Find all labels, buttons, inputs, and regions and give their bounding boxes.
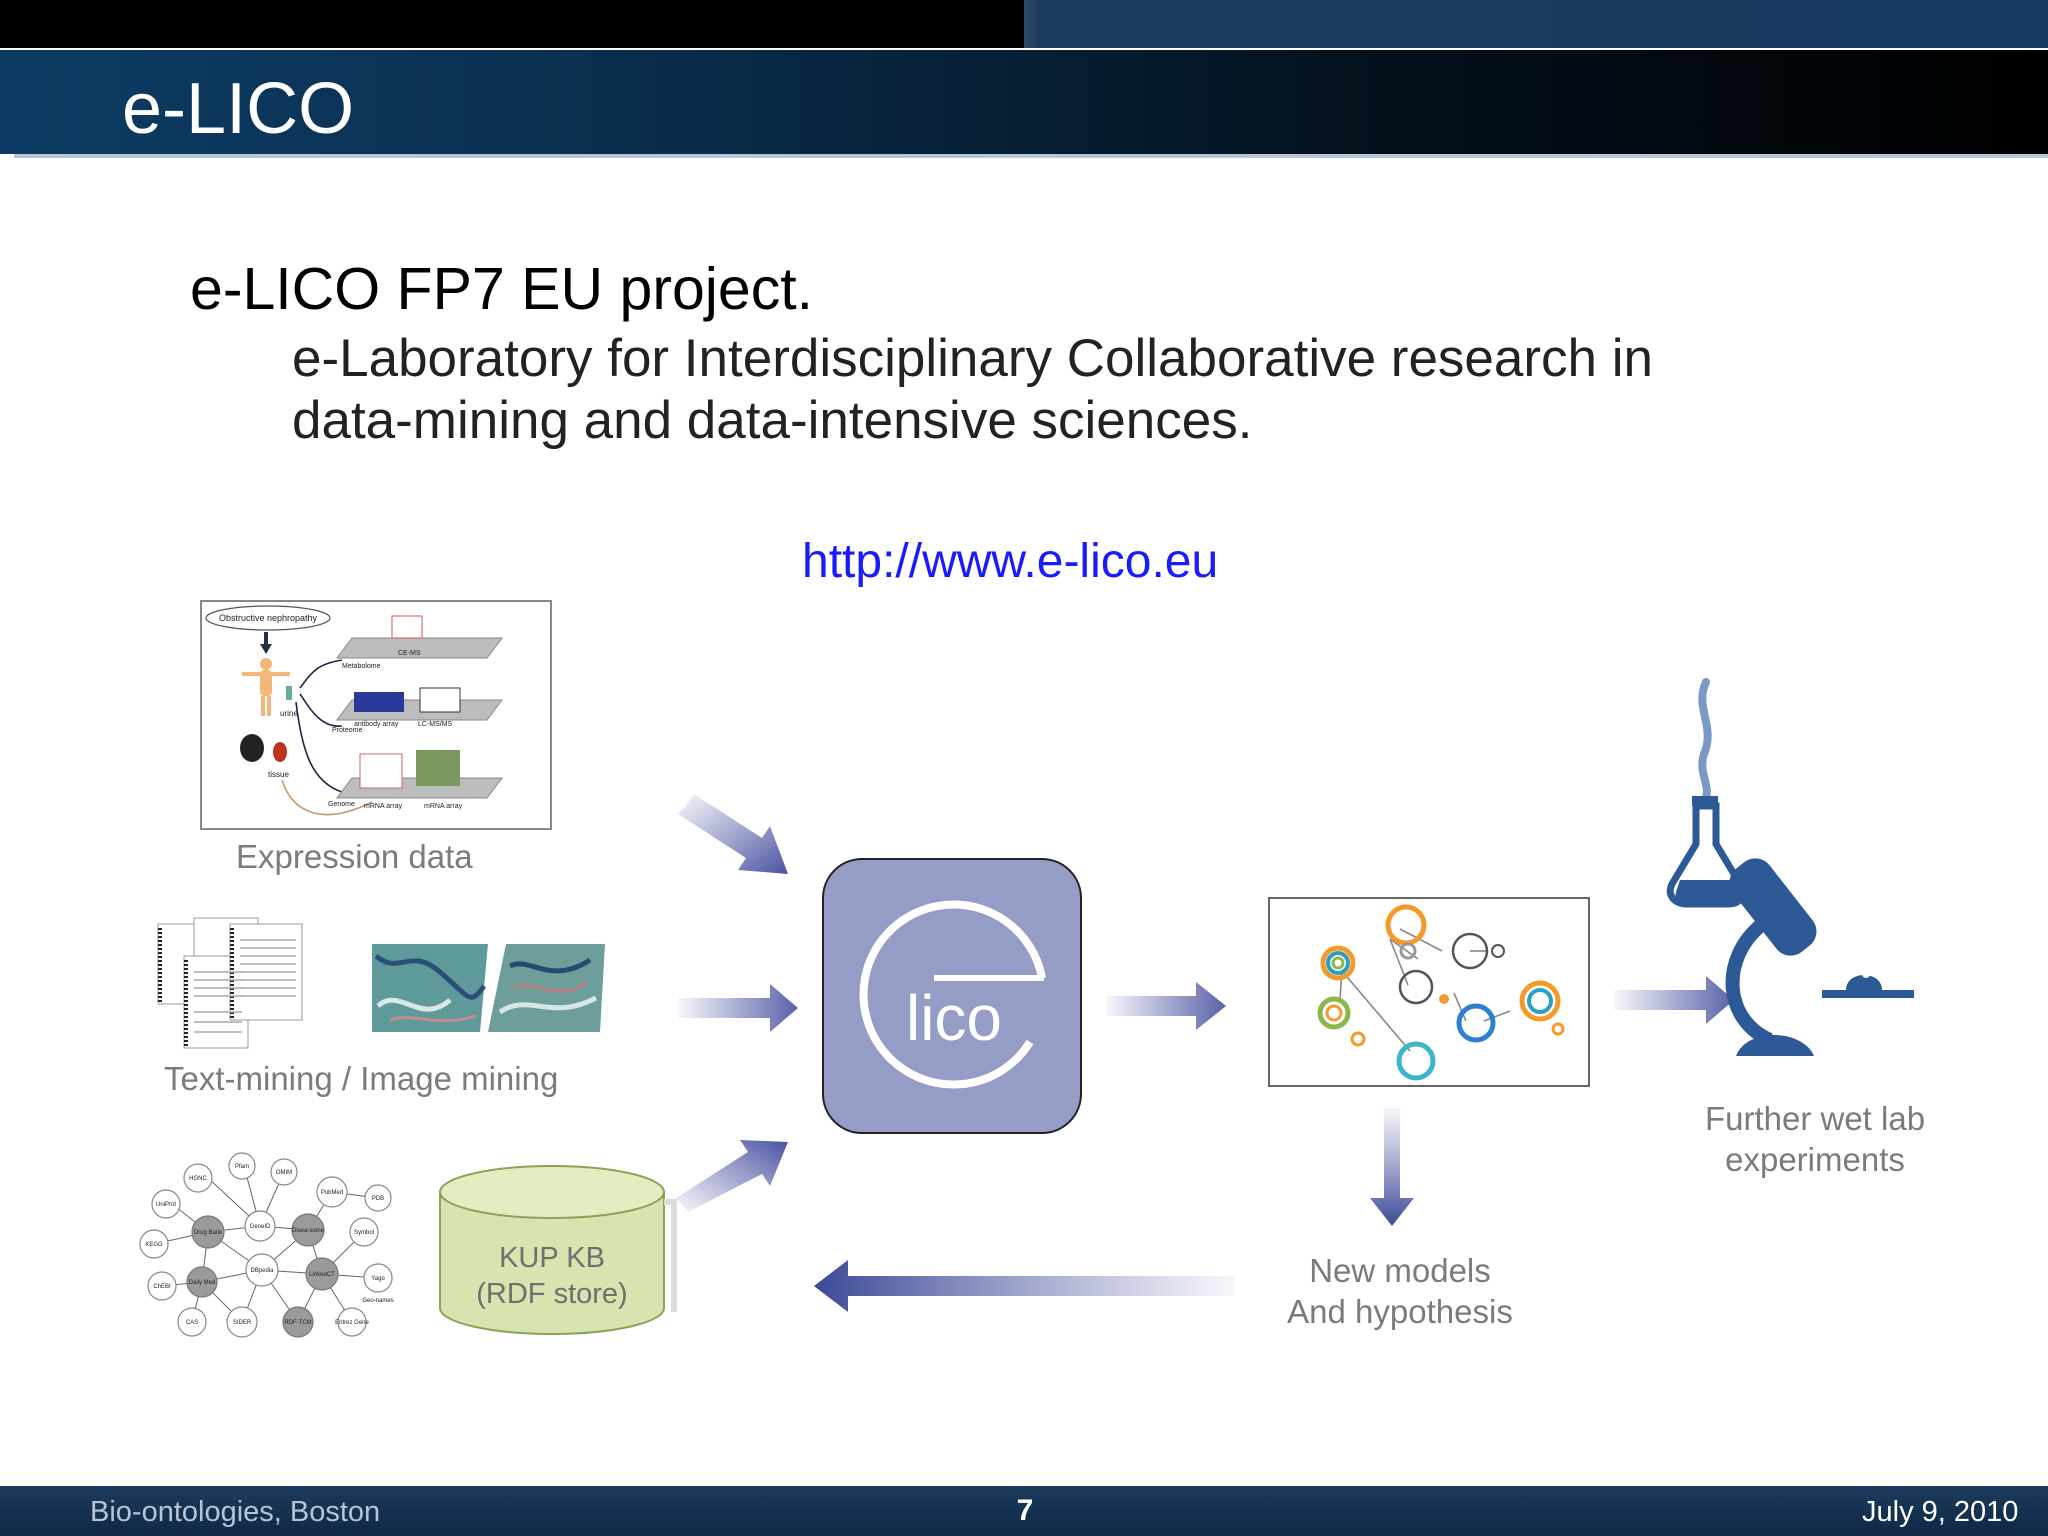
new-models-line-2: And hypothesis: [1287, 1293, 1513, 1330]
arrow-models-to-wetlab: [1614, 976, 1734, 1024]
text-image-mining-caption: Text-mining / Image mining: [164, 1060, 559, 1097]
node-symbol: Symbol: [354, 1230, 374, 1236]
node-dbpedia: DBpedia: [250, 1268, 274, 1274]
proteome-label: Proteome: [332, 727, 362, 734]
footer-date: July 9, 2010: [1862, 1496, 2019, 1528]
node-linkedct: LinkedCT: [309, 1272, 335, 1278]
text-image-mining-illustration: [157, 917, 605, 1049]
node-sider: SIDER: [233, 1320, 252, 1326]
title-bar: [0, 50, 2048, 154]
node-geneid: GeneID: [250, 1224, 271, 1230]
node-entrezgene: Entrez Gene: [335, 1320, 369, 1326]
lc-ms-label: LC-MS/MS: [418, 721, 453, 728]
new-models-caption: New models And hypothesis: [1270, 1250, 1530, 1332]
footer-bar: [0, 1486, 2048, 1536]
slide-title: e-LICO: [122, 69, 355, 149]
kb-database-icon: [439, 1165, 677, 1335]
node-pubmed: PubMed: [321, 1190, 343, 1196]
genome-label: Genome: [328, 801, 355, 808]
node-cas: CAS: [186, 1320, 198, 1326]
subtitle-line-2: data-mining and data-intensive sciences.: [292, 391, 1253, 450]
top-band-left: [0, 0, 1024, 48]
kb-label-line-2: (RDF store): [476, 1278, 628, 1310]
arrow-models-down: [1370, 1108, 1414, 1226]
slide-heading: e-LICO FP7 EU project.: [190, 256, 813, 322]
urine-label: urine: [280, 709, 298, 718]
panel-top-label: Obstructive nephropathy: [219, 613, 318, 623]
node-yago: Yago: [371, 1276, 385, 1282]
node-drugbank: Drug Bank: [194, 1230, 223, 1236]
subtitle-line-1: e-Laboratory for Interdisciplinary Colla…: [292, 329, 1653, 388]
lico-logo: lico: [859, 900, 1046, 1089]
title-bar-underline: [14, 154, 2048, 158]
node-diseasome: Disea-some: [292, 1228, 325, 1234]
node-kegg: KEGG: [145, 1242, 163, 1248]
tissue-image-2: [488, 944, 605, 1032]
kb-label: KUP KB (RDF store): [442, 1240, 662, 1312]
node-chebi: ChEBI: [153, 1284, 171, 1290]
wet-lab-equipment: [1666, 678, 1914, 1056]
models-network-panel: [1268, 897, 1590, 1087]
tissue-label: tissue: [268, 770, 289, 779]
page-number: 7: [1016, 1494, 1034, 1527]
lico-logo-text: lico: [906, 982, 1002, 1054]
top-band-right: [1024, 0, 2048, 48]
node-geonames: Geo-names: [362, 1298, 393, 1304]
wet-lab-line-1: Further wet lab: [1704, 1100, 1926, 1137]
lico-logo-box: lico: [822, 858, 1082, 1134]
new-models-line-1: New models: [1309, 1252, 1491, 1289]
arrow-feedback-left: [814, 1260, 1234, 1312]
metabolome-label: Metabolome: [342, 663, 381, 670]
linked-data-network-graph: HGNC Pfam OMIM UniProt GeneID PubMed PDB…: [139, 1152, 394, 1338]
node-omim: OMIM: [276, 1170, 292, 1176]
microscope-icon: [1725, 858, 1914, 1056]
project-url-link[interactable]: http://www.e-lico.eu: [802, 535, 1219, 588]
flask-icon: [1666, 678, 1746, 908]
arrow-lico-to-models: [1106, 982, 1226, 1030]
node-uniprot: UniProt: [156, 1202, 176, 1208]
node-pfam: Pfam: [235, 1164, 249, 1170]
document-stack-icon: [157, 917, 303, 1049]
mrna-array-1-label: mRNA array: [364, 803, 403, 810]
ce-ms-label: CE-MS: [398, 650, 421, 657]
mrna-array-2-label: mRNA array: [424, 803, 463, 810]
expression-data-panel: Obstructive nephropathy urine tissue CE-…: [200, 600, 552, 830]
arrow-text-to-lico: [678, 984, 798, 1032]
node-pdb: PDB: [372, 1196, 384, 1202]
arrow-expression-to-lico: [678, 794, 788, 874]
node-rdftcm: RDF-TCM: [284, 1320, 311, 1326]
wet-lab-caption: Further wet lab experiments: [1680, 1098, 1950, 1180]
expression-data-illustration: Obstructive nephropathy urine tissue CE-…: [205, 605, 503, 816]
hypothesis-network-graph: [1317, 904, 1565, 1081]
wet-lab-line-2: experiments: [1725, 1141, 1905, 1178]
tissue-image-1: [372, 944, 488, 1032]
expression-data-caption: Expression data: [236, 838, 473, 875]
arrow-kb-to-lico: [676, 1140, 788, 1212]
node-dailymed: Daily Med: [189, 1280, 216, 1286]
antibody-array-label: antibody array: [354, 721, 399, 728]
footer-event-label: Bio-ontologies, Boston: [90, 1496, 381, 1528]
kb-label-line-1: KUP KB: [499, 1242, 605, 1274]
node-hgnc: HGNC: [189, 1176, 207, 1182]
